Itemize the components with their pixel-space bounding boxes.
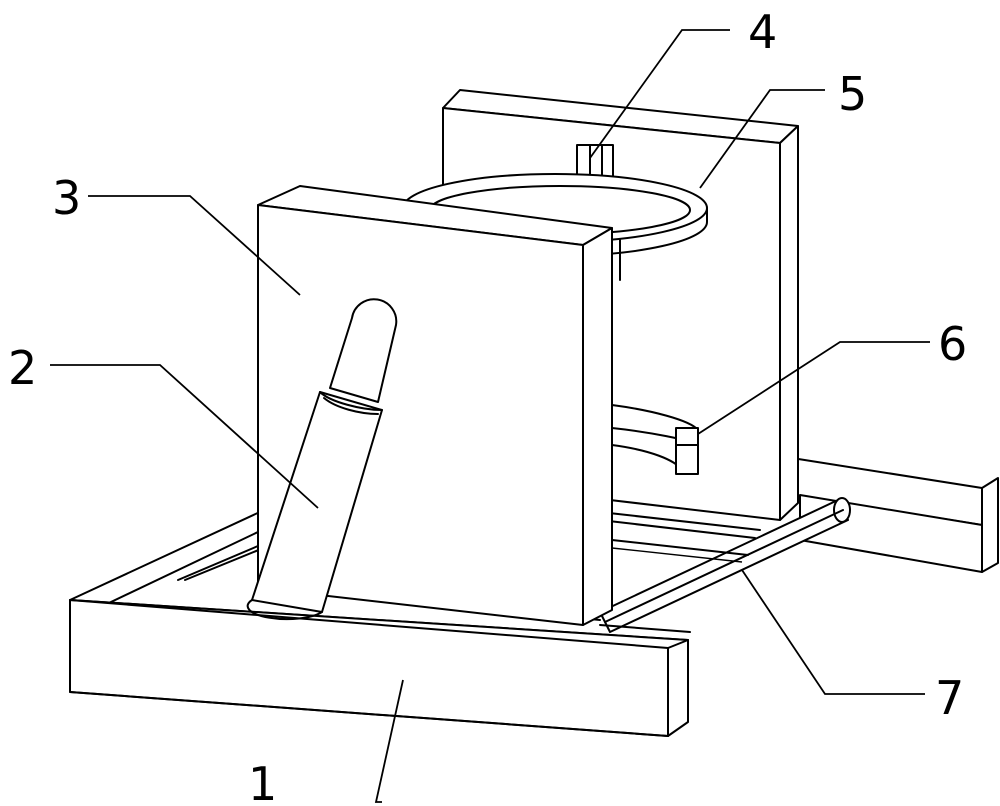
leader-lines — [50, 29, 930, 803]
base-slab — [69, 497, 691, 737]
lower-ring — [611, 404, 699, 475]
cylinder-handle — [246, 298, 398, 621]
callout-6: 6 — [938, 317, 967, 371]
callout-1: 1 — [248, 757, 277, 806]
callout-4: 4 — [748, 5, 777, 59]
callout-labels: 1 2 3 4 5 6 7 — [8, 5, 967, 806]
callout-2: 2 — [8, 341, 37, 395]
callout-5: 5 — [838, 67, 867, 121]
callout-3: 3 — [52, 171, 81, 225]
callout-7: 7 — [935, 671, 964, 725]
